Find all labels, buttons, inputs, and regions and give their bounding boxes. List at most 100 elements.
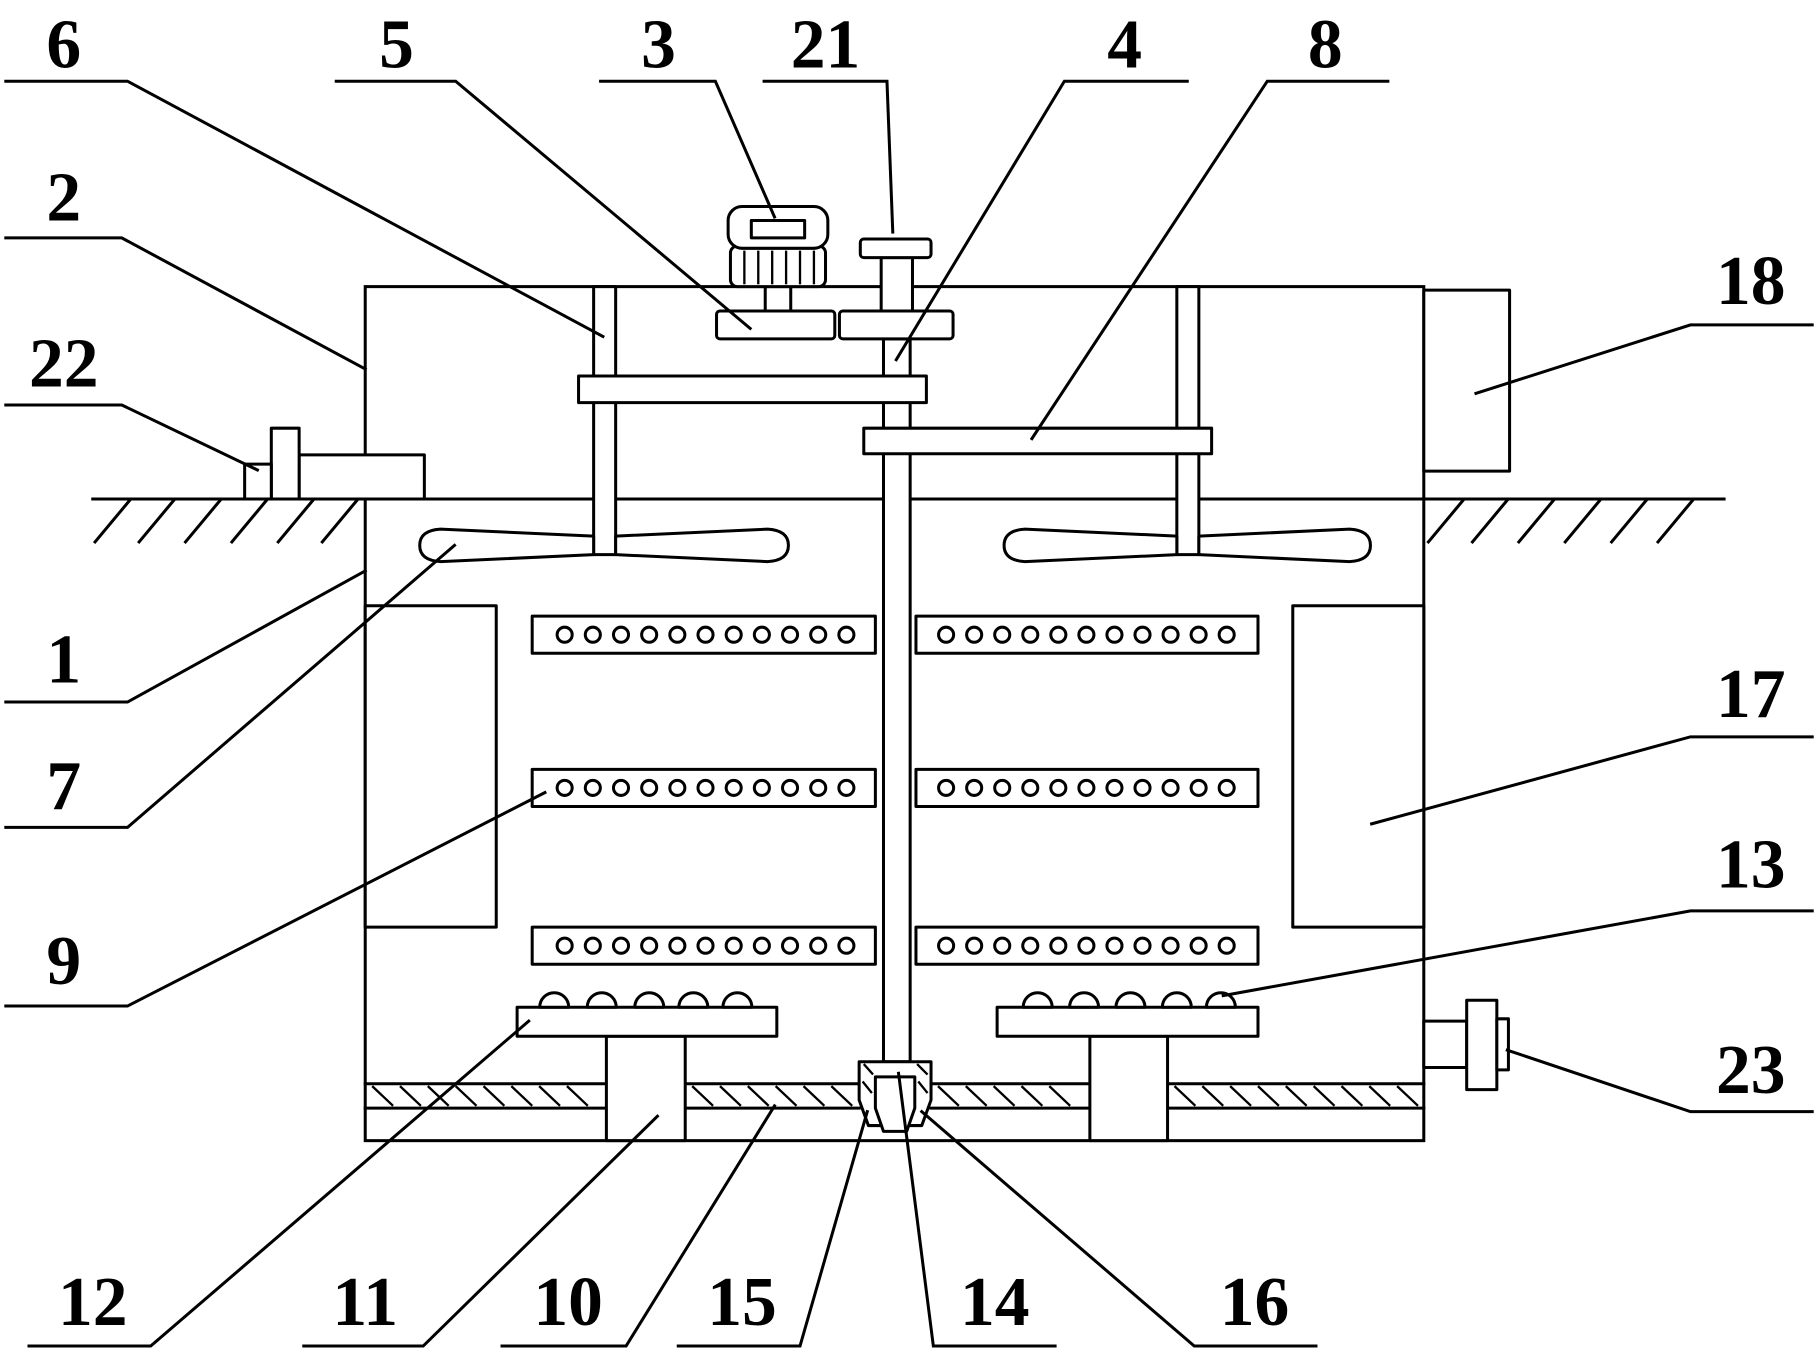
perforation-hole [752,936,771,955]
perforation-hole [583,625,602,644]
callout-1-leader [4,568,368,704]
callout-label-12: 12 [58,1264,128,1341]
ground-hatching [92,497,1695,545]
upper-connecting-bar [577,374,928,405]
callout-16-leader [919,1109,1318,1348]
ball [1021,991,1054,1009]
bottom-layer-hatch-line [802,1085,826,1107]
callout-23-leader [1505,1048,1814,1114]
ground-hatch-line [183,497,223,545]
perforation-hole [1189,625,1208,644]
callout-lines [4,79,1814,1348]
perforation-hole [555,625,574,644]
perforation-hole [1189,778,1208,797]
ground-hatch-line [1516,497,1556,545]
perforation-hole [1021,778,1040,797]
bottom-layer-hatch-line [1396,1085,1419,1107]
outlet-pipe [1422,1019,1469,1070]
perforation-hole [1105,778,1124,797]
ground-hatch-line [1563,497,1603,545]
bottom-layer-hatch-line [1340,1085,1364,1107]
bottom-layer-hatch-line [427,1085,450,1107]
perforation-hole [611,625,631,644]
perforation-hole [696,936,715,955]
callout-14-leader [896,1071,1057,1348]
perforation-hole [1189,936,1208,955]
callout-label-17: 17 [1716,656,1786,733]
perforation-hole [1161,936,1180,955]
callout-label-11: 11 [332,1264,398,1341]
perforation-hole [1049,625,1068,644]
left-side-block [363,604,498,929]
bottom-layer-hatch-line [482,1085,506,1107]
bottom-layer-hatch-line [1285,1085,1308,1107]
perforation-hole [668,625,687,644]
perforation-hole [611,936,631,955]
perforation-hole [724,625,743,644]
control-box [1422,288,1512,473]
ground-hatch-line [276,497,316,545]
callout-2-leader [4,236,368,372]
callout-21-leader [762,79,895,234]
ground-hatch-line [320,497,360,545]
ball [538,991,571,1009]
bottom-layer-hatch-line [510,1085,533,1107]
ball [1114,991,1147,1009]
bottom-layer-hatch-line [454,1085,478,1107]
bottom-layer-hatch-line [1048,1085,1071,1107]
motor-coupling [763,285,793,313]
perforation-hole [696,778,715,797]
callout-label-6: 6 [46,6,81,83]
perforation-hole [724,936,743,955]
perforation-hole [1049,936,1068,955]
perforation-hole [1105,936,1124,955]
perforation-hole [668,936,687,955]
callout-label-22: 22 [29,325,99,402]
perforation-hole [1217,625,1236,644]
perforation-hole [555,778,574,797]
bottom-layer-hatch-line [399,1085,422,1107]
bottom-layer-hatch-line [992,1085,1016,1107]
large-gear [837,309,955,341]
perforation-hole [965,625,984,644]
central-shaft [881,337,912,1064]
perforation-hole [993,625,1012,644]
perforation-hole [937,778,956,797]
left-blade-right-paddle [614,527,790,564]
perforation-hole [1161,778,1180,797]
callout-label-3: 3 [641,6,676,83]
bottom-layer-hatch-line [566,1085,589,1107]
perforation-hole [1133,625,1152,644]
callout-9-leader [4,790,547,1008]
bottom-layer-hatch-line [1020,1085,1044,1107]
perforation-hole [993,936,1012,955]
perforation-hole [837,778,856,797]
perforation-hole [696,625,715,644]
perforation-hole [837,625,856,644]
callout-label-4: 4 [1107,6,1142,83]
perforation-hole [1021,625,1040,644]
bottom-layer-hatch-line [1173,1085,1197,1107]
perforation-hole [640,936,659,955]
bottom-layer-hatch-line [1368,1085,1391,1107]
left-blade-left-paddle [418,527,596,564]
left-ball-platform [515,1005,779,1038]
perforation-hole [937,625,956,644]
perforation-hole [555,936,574,955]
perforation-hole [780,625,800,644]
perforation-hole [809,625,828,644]
perforation-hole [993,778,1012,797]
callout-label-5: 5 [379,6,414,83]
perforation-hole [1133,778,1152,797]
callout-7-leader [4,543,457,829]
callout-label-1: 1 [46,621,81,698]
perforation-hole [1021,936,1040,955]
perforation-hole [965,778,984,797]
motor-nameplate [749,218,807,240]
perforation-hole [809,936,828,955]
perforation-hole [1049,778,1068,797]
perforation-hole [752,625,771,644]
callout-label-14: 14 [960,1264,1030,1341]
callout-label-21: 21 [791,6,861,83]
perforation-hole [965,936,984,955]
